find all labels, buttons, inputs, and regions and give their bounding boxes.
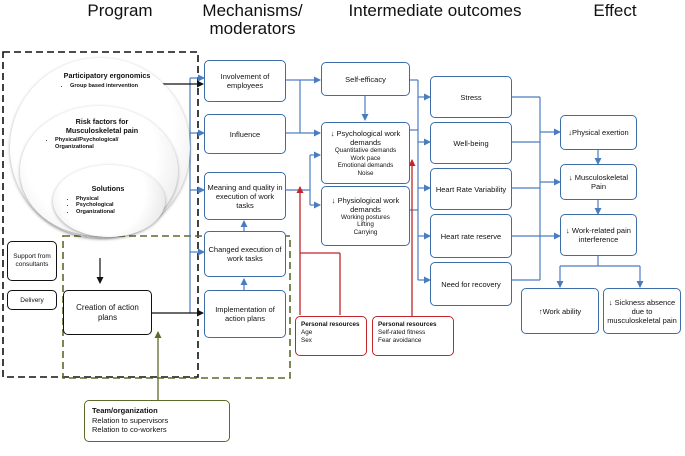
team-organization-box: Team/organization Relation to supervisor… — [84, 400, 230, 442]
psych-demands-box: ↓ Psychological work demands Quantitativ… — [321, 122, 410, 184]
personal2-title: Personal resources — [378, 321, 437, 328]
solutions-item: Psychological — [76, 202, 148, 209]
personal2-item: Fear avoidance — [378, 337, 422, 344]
solutions-item: Organizational — [76, 209, 148, 216]
physio-item: Lifting — [357, 221, 374, 229]
personal-resources-1-box: Personal resources Age Sex — [295, 316, 367, 356]
psych-title: ↓ Psychological work demands — [330, 129, 401, 147]
influence-box: Influence — [204, 114, 286, 154]
self-efficacy-box: Self-efficacy — [321, 62, 410, 96]
participatory-item: Group based intervention — [70, 83, 152, 90]
header-program: Program — [87, 1, 153, 20]
psych-item: Work pace — [350, 154, 381, 162]
team-item: Relation to supervisors — [92, 415, 169, 425]
personal1-title: Personal resources — [301, 321, 360, 328]
support-box: Support from consultants — [7, 241, 57, 281]
personal1-item: Age — [301, 329, 313, 336]
personal2-item: Self-rated fitness — [378, 329, 426, 336]
work-ability-box: ↑Work ability — [521, 288, 599, 334]
risk-title: Risk factors for Musculoskeletal pain — [65, 117, 139, 135]
participatory-text: Participatory ergonomics Group based int… — [62, 71, 152, 90]
risk-text: Risk factors for Musculoskeletal pain Ph… — [47, 117, 157, 151]
pain-interference-box: ↓ Work-related pain interference — [560, 214, 637, 256]
wellbeing-box: Well-being — [430, 122, 512, 164]
participatory-title: Participatory ergonomics — [63, 71, 151, 80]
creation-box: Creation of action plans — [63, 290, 152, 335]
hrv-box: Heart Rate Variability — [430, 168, 512, 210]
psych-item: Emotional demands — [337, 162, 394, 169]
personal-resources-2-box: Personal resources Self-rated fitness Fe… — [372, 316, 454, 356]
solutions-title: Solutions — [91, 184, 125, 193]
involvement-box: Involvement of employees — [204, 60, 286, 102]
delivery-box: Delivery — [7, 290, 57, 310]
header-effect: Effect — [593, 1, 637, 20]
header-intermediate: Intermediate outcomes — [348, 1, 522, 20]
header-mechanisms: Mechanisms/ moderators — [202, 1, 303, 38]
personal1-item: Sex — [301, 337, 312, 344]
sickness-absence-box: ↓ Sickness absence due to musculoskeleta… — [603, 288, 681, 334]
recovery-box: Need for recovery — [430, 262, 512, 306]
program-frame — [2, 51, 199, 378]
physio-demands-box: ↓ Physiological work demands Working pos… — [321, 186, 410, 246]
stress-box: Stress — [430, 76, 512, 118]
physical-exertion-box: ↓Physical exertion — [560, 115, 637, 150]
physio-title: ↓ Physiological work demands — [331, 195, 400, 214]
risk-item: Physical/Psychological/ Organizational — [55, 137, 157, 151]
team-item: Relation to co-workers — [92, 425, 167, 434]
solutions-item: Physical — [76, 196, 148, 203]
psych-item: Noise — [357, 169, 374, 177]
solutions-text: Solutions Physical Psychological Organiz… — [68, 184, 148, 216]
changed-box: Changed execution of work tasks — [204, 231, 286, 277]
implementation-box: Implementation of action plans — [204, 290, 286, 338]
hrr-box: Heart rate reserve — [430, 214, 512, 258]
physio-item: Working postures — [341, 213, 390, 221]
solutions-circle — [53, 165, 165, 237]
psych-item: Quantitative demands — [334, 147, 397, 154]
team-title: Team/organization — [92, 406, 158, 415]
meaning-box: Meaning and quality in execution of work… — [204, 172, 286, 220]
physio-item: Carrying — [353, 228, 378, 236]
msk-pain-box: ↓ Musculoskeletal Pain — [560, 164, 637, 200]
